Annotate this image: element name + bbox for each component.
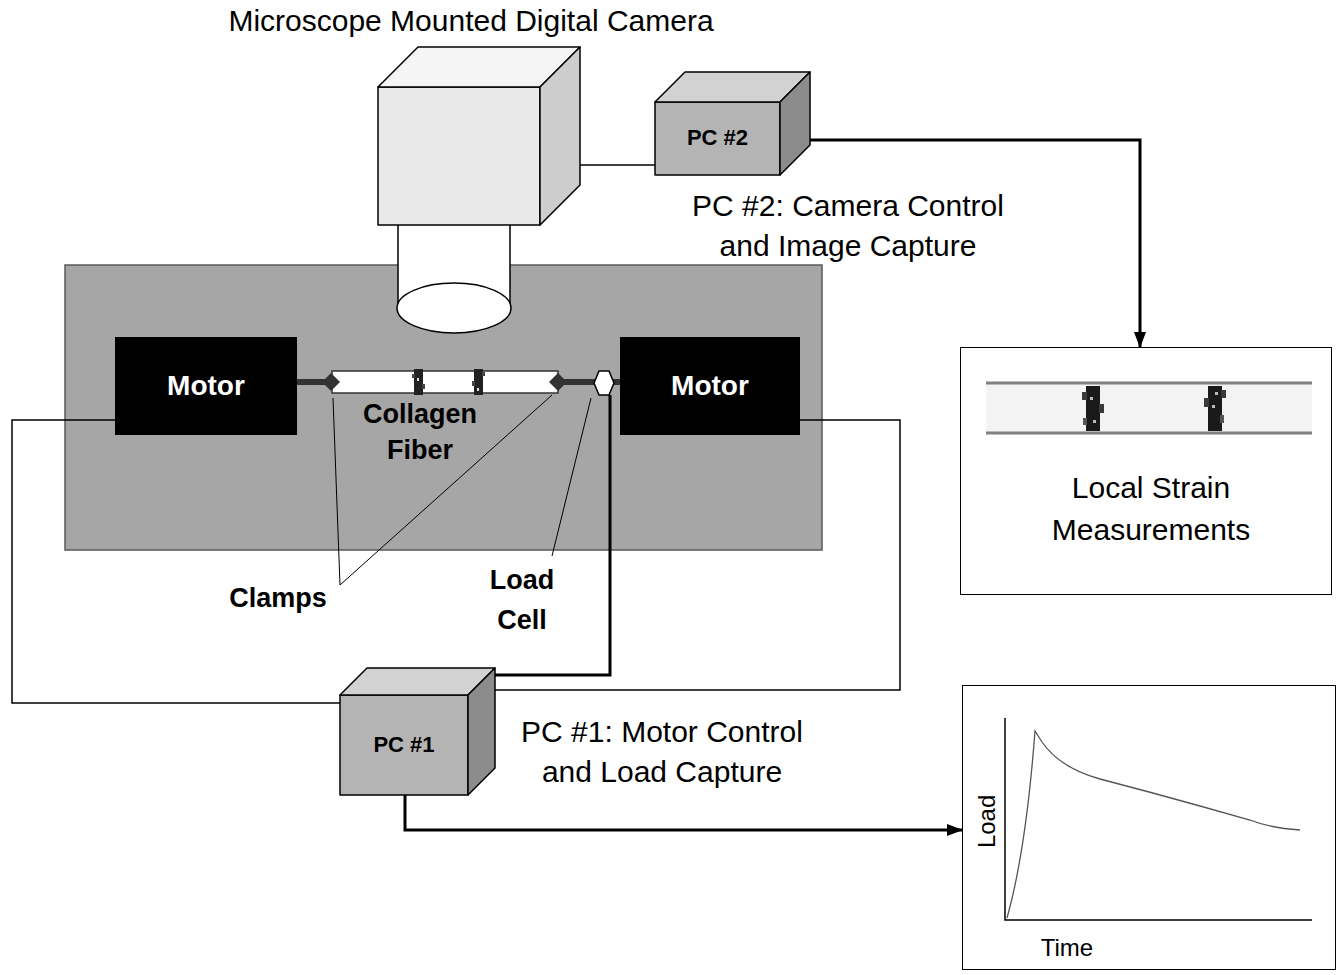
strain-marker <box>1099 404 1104 413</box>
strain-marker <box>1093 420 1096 423</box>
computer-name: PC #2 <box>687 125 748 151</box>
plot-panel: LoadTime <box>962 685 1336 970</box>
fiber-marker <box>412 374 415 378</box>
part-label: Collagen Fiber <box>345 396 495 468</box>
plot-axes <box>1005 718 1312 920</box>
objective-lens <box>397 283 511 333</box>
strain-image <box>986 383 1312 433</box>
strain-panel: Local Strain Measurements <box>960 347 1332 595</box>
strain-marker <box>1212 405 1215 408</box>
fiber-edge <box>986 432 1312 435</box>
box-side <box>540 47 580 225</box>
collagen-fiber <box>332 371 558 393</box>
fiber-marker <box>477 388 479 391</box>
computer-box: PC #2PC #2: Camera Control and Image Cap… <box>655 72 810 175</box>
box-front <box>655 102 780 175</box>
box-front <box>340 695 468 795</box>
strain-marker <box>1215 392 1218 395</box>
fiber-edge <box>986 382 1312 385</box>
computer-box: PC #1PC #1: Motor Control and Load Captu… <box>340 668 495 795</box>
strain-marker <box>1221 390 1226 398</box>
strain-marker <box>1086 386 1100 431</box>
strain-marker <box>1083 418 1087 425</box>
axis-label: Load <box>973 795 1002 848</box>
strain-marker <box>1208 386 1222 431</box>
box-front <box>378 87 540 225</box>
motor-block: Motor <box>620 337 800 435</box>
part-label: Load Cell <box>477 560 567 640</box>
computer-caption: PC #1: Motor Control and Load Capture <box>497 712 827 792</box>
computer-name: PC #1 <box>373 732 434 758</box>
clamp-symbol <box>322 373 340 391</box>
fiber-marker <box>474 369 483 395</box>
box-side <box>780 72 810 175</box>
stage-plate <box>65 265 822 550</box>
axis-label: Time <box>1007 934 1127 962</box>
fiber-marker <box>422 384 425 389</box>
part-label: Clamps <box>208 580 348 616</box>
strain-marker <box>1090 397 1093 400</box>
strain-image <box>986 384 1312 432</box>
computer-caption: PC #2: Camera Control and Image Capture <box>673 186 1023 266</box>
connector-line <box>495 420 900 690</box>
load-cell-symbol <box>594 371 614 395</box>
fiber-marker <box>472 381 475 386</box>
leader-line <box>333 398 340 585</box>
strain-marker <box>1082 392 1087 400</box>
strain-marker <box>1220 415 1224 423</box>
box-outline <box>378 47 580 225</box>
leader-line <box>340 395 552 585</box>
camera-title: Microscope Mounted Digital Camera <box>151 3 791 39</box>
connectors <box>12 140 1140 830</box>
camera-box: Microscope Mounted Digital Camera <box>378 47 580 225</box>
leader-line <box>552 398 591 556</box>
motor-block: Motor <box>115 337 297 435</box>
motor-label: Motor <box>167 369 245 403</box>
fiber-marker <box>417 378 419 381</box>
fiber-marker <box>412 369 485 395</box>
box-outline <box>340 668 495 795</box>
box-side <box>468 668 495 795</box>
connector-line <box>405 795 962 830</box>
box-outline <box>655 72 810 175</box>
panel-caption: Local Strain Measurements <box>1016 467 1286 551</box>
strain-marker <box>1204 398 1209 407</box>
connector-line <box>580 164 655 166</box>
motor-label: Motor <box>671 369 749 403</box>
load-curve <box>1007 731 1300 918</box>
fiber-marker <box>482 372 485 376</box>
connector-line <box>12 420 340 703</box>
clamp-symbol <box>549 373 567 391</box>
fiber-marker <box>414 369 423 395</box>
